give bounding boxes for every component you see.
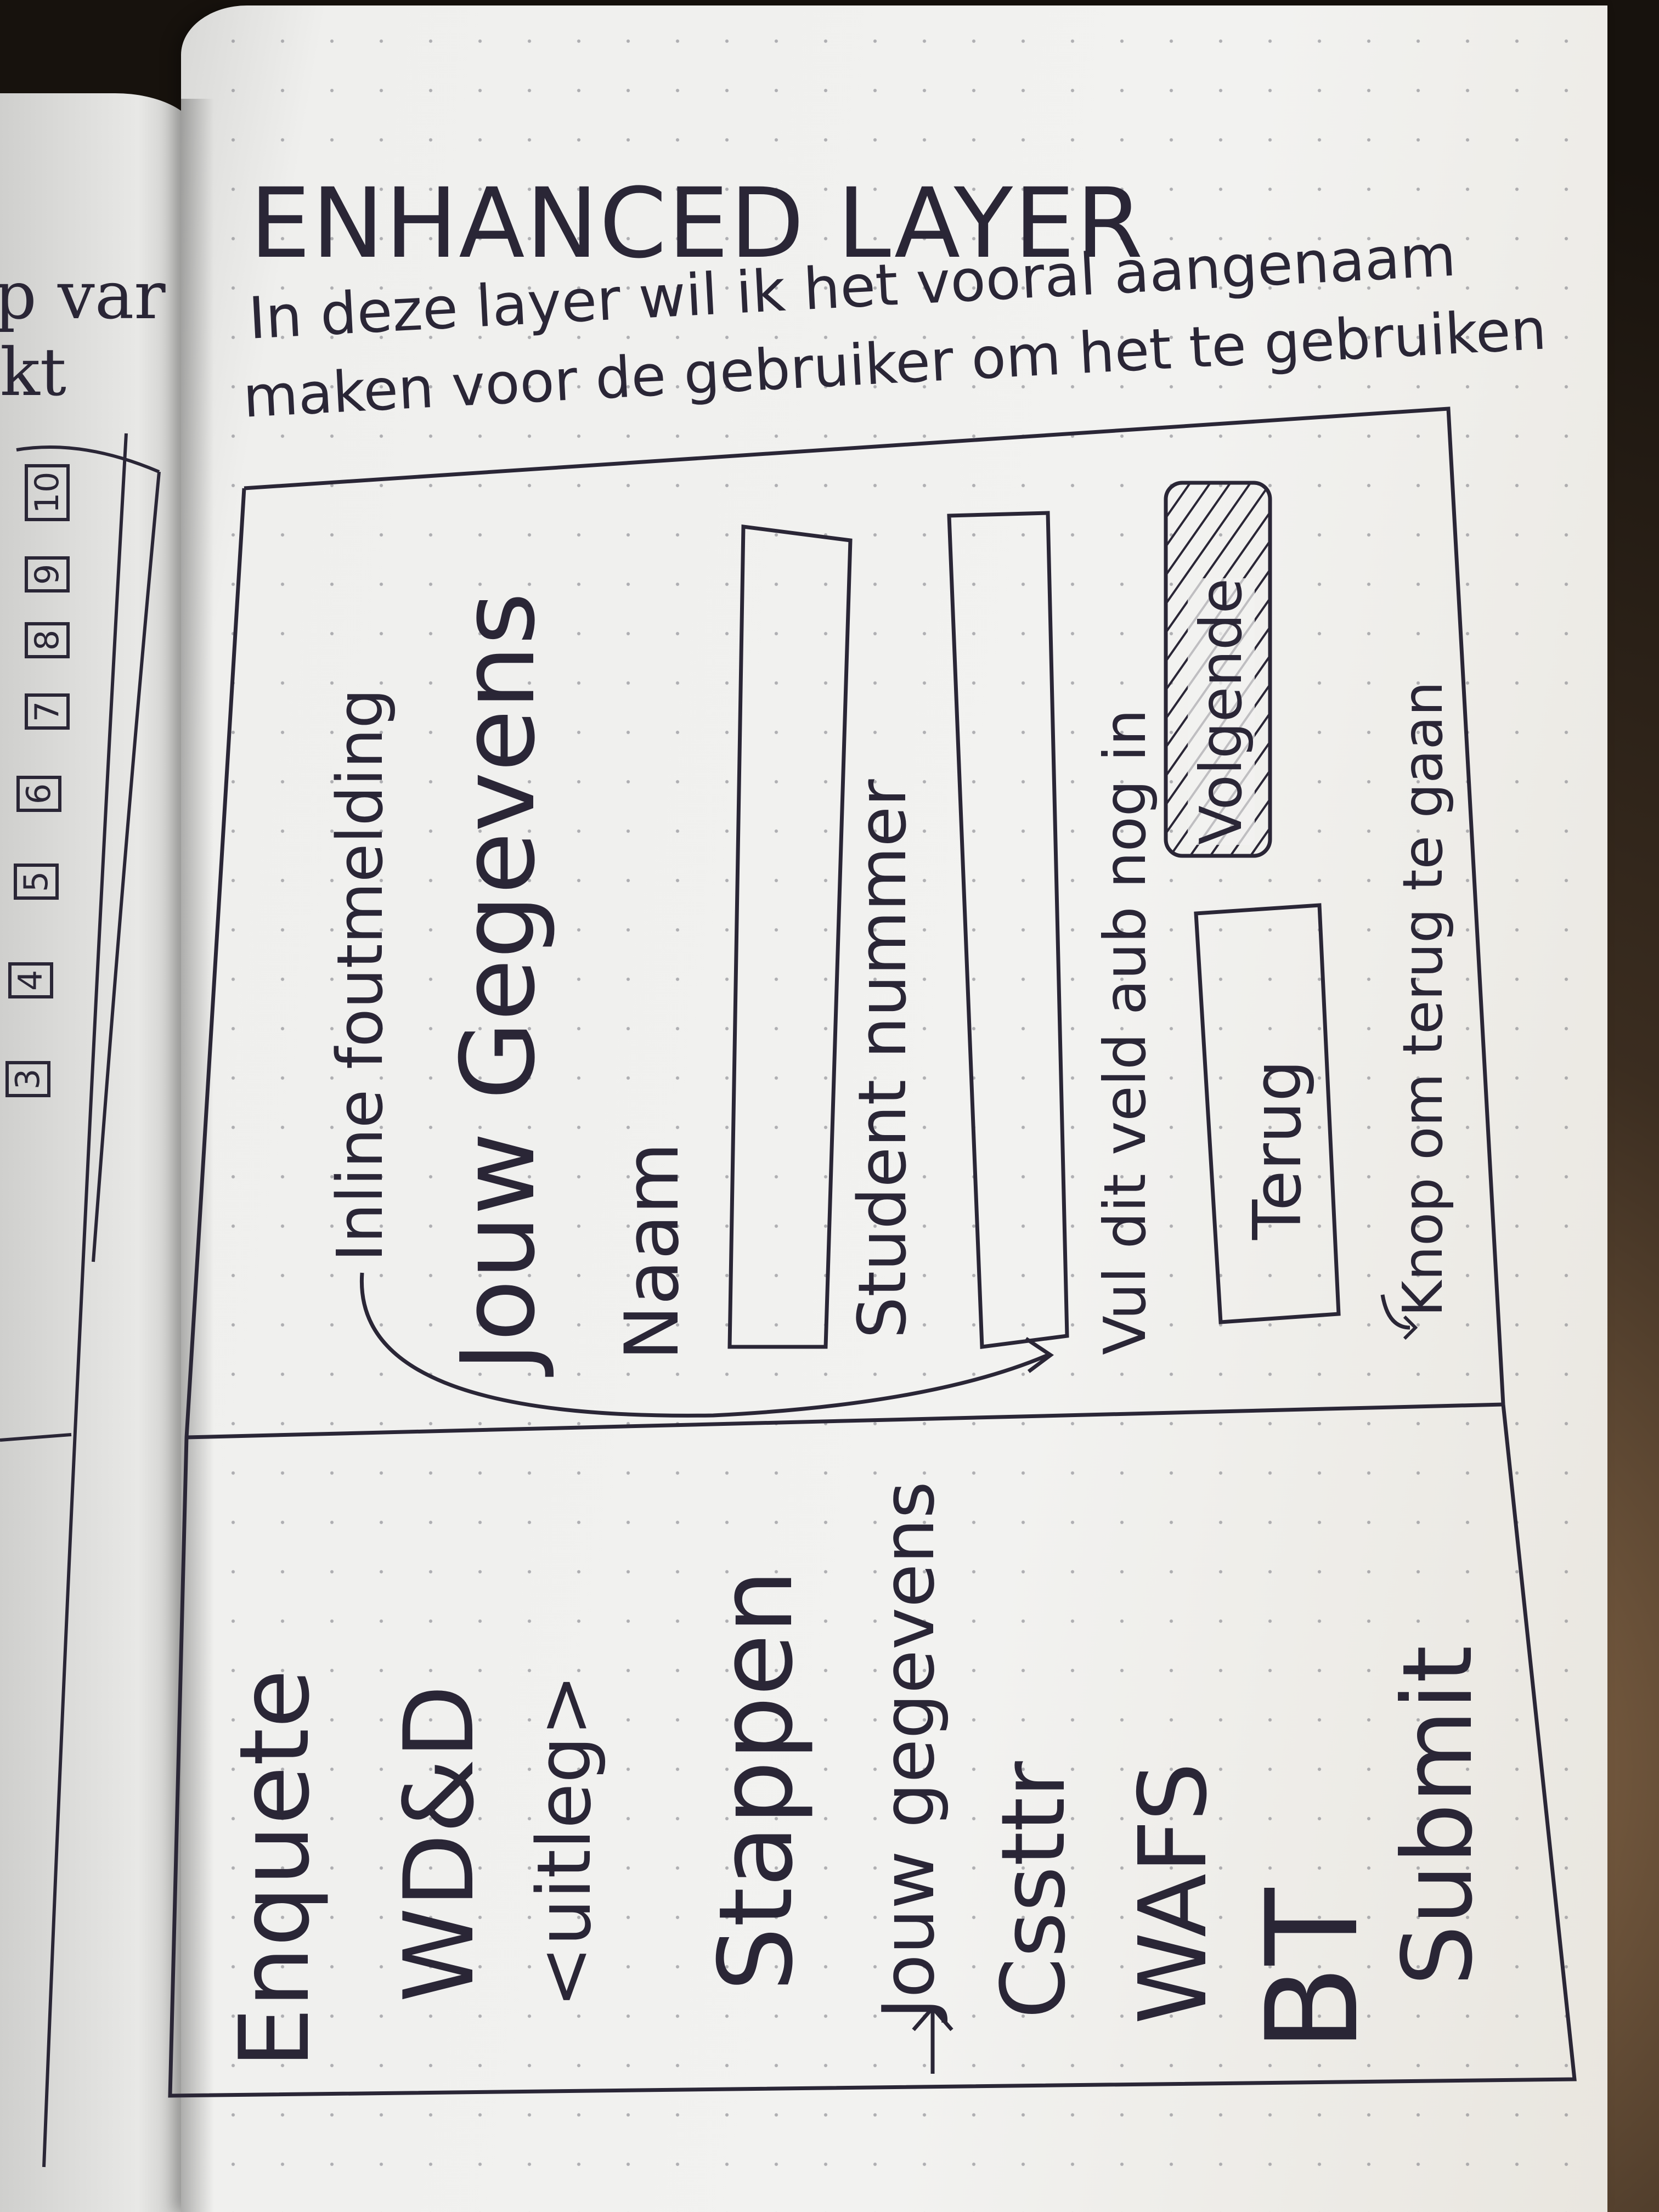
naam-input-sketch: [727, 524, 853, 1349]
step-item[interactable]: WAFS: [1119, 1762, 1228, 2024]
steps-heading: Stappen: [697, 1569, 815, 1991]
form-heading: Jouw Gegevens: [439, 592, 557, 1372]
inline-error-message: Vul dit veld aub nog in: [1092, 709, 1159, 1355]
label-student-nummer: Student nummer: [845, 779, 921, 1339]
step-item[interactable]: BT: [1240, 1888, 1386, 2052]
terug-button-sketch: [1194, 903, 1341, 1324]
survey-title: Enquete: [219, 1669, 331, 2068]
volgende-button-label[interactable]: Volgende: [1188, 578, 1255, 845]
survey-course: WD&D: [384, 1684, 495, 2002]
dot-grid: [198, 0, 1602, 2212]
step-item[interactable]: Cssttr: [982, 1761, 1085, 2019]
left-page-fragment: p var: [0, 258, 166, 334]
survey-explanation: <uitleg>: [521, 1674, 607, 2008]
student-number-input-sketch: [947, 511, 1069, 1349]
step-item[interactable]: Submit: [1383, 1645, 1494, 1986]
terug-button-label[interactable]: Terug: [1240, 1059, 1316, 1240]
label-naam: Naam: [609, 1142, 695, 1361]
step-item[interactable]: Jouw gegevens: [867, 1481, 950, 2019]
left-page-fragment: kt: [0, 335, 66, 411]
page-title: ENHANCED LAYER: [250, 167, 1144, 280]
annotation-back-button: Knop om terug te gaan: [1391, 681, 1455, 1317]
annotation-inline-error: Inline foutmelding: [324, 688, 397, 1262]
